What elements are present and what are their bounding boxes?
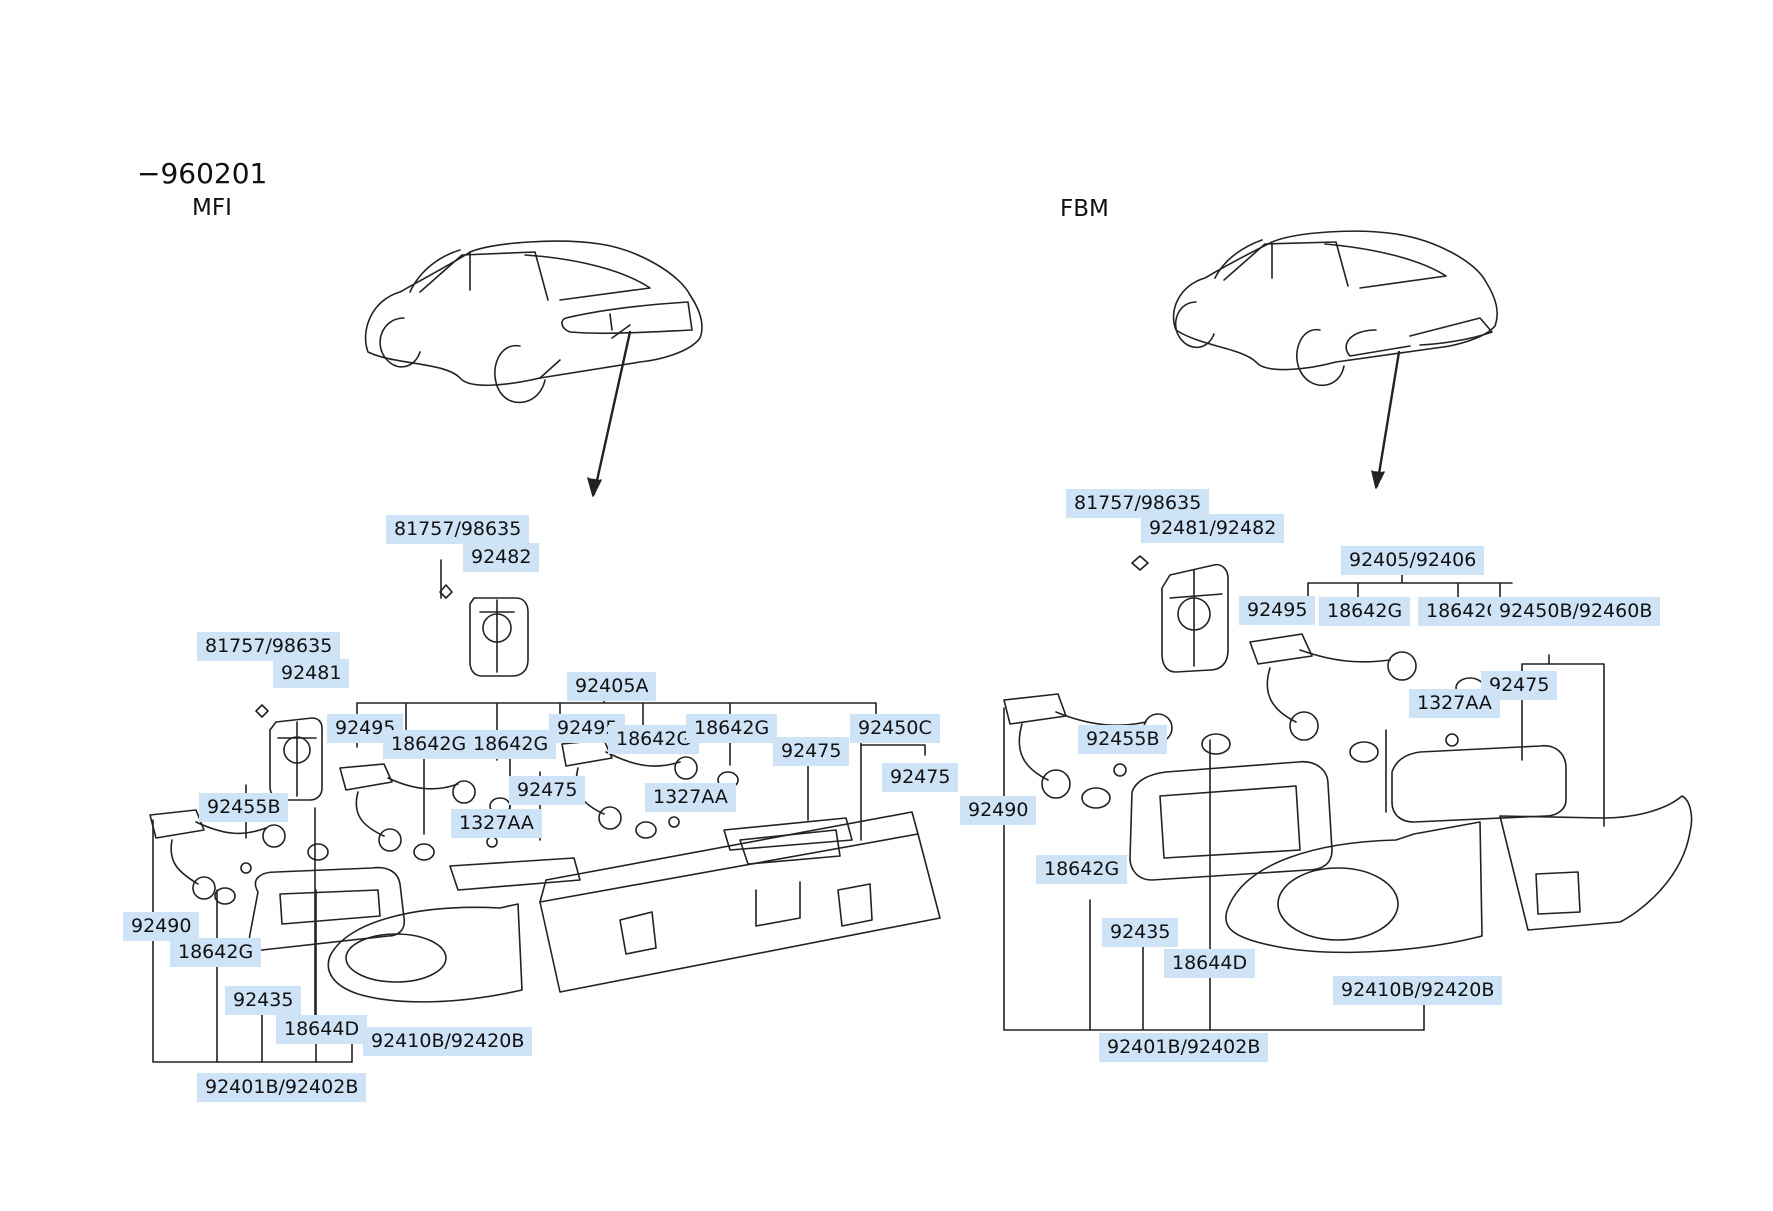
part-label[interactable]: 18642G [1036,855,1128,884]
part-label[interactable]: 1327AA [451,809,542,838]
part-label[interactable]: 18642G [465,730,557,759]
part-label[interactable]: 92495 [549,714,626,743]
part-label[interactable]: 92481 [273,659,350,688]
part-label[interactable]: 92475 [509,776,586,805]
part-label[interactable]: 92475 [773,737,850,766]
part-label[interactable]: 1327AA [1409,689,1500,718]
part-label[interactable]: 92435 [225,986,302,1015]
part-label[interactable]: 81757/98635 [386,515,530,544]
part-label[interactable]: 92410B/92420B [363,1027,533,1056]
assembly-right [1003,555,1693,1031]
part-label[interactable]: 92455B [1078,725,1168,754]
variant-label-mfi: MFI [192,195,232,221]
part-label[interactable]: 92405A [567,672,657,701]
part-label[interactable]: 81757/98635 [1066,489,1210,518]
part-label[interactable]: 18642G [608,725,700,754]
part-label[interactable]: 18644D [276,1015,368,1044]
part-label[interactable]: 81757/98635 [197,632,341,661]
part-label[interactable]: 18644D [1164,949,1256,978]
part-label[interactable]: 92475 [882,763,959,792]
part-label[interactable]: 92401B/92402B [197,1073,367,1102]
part-label[interactable]: 92490 [960,796,1037,825]
variant-label-fbm: FBM [1060,196,1109,222]
car-outline-left [364,240,703,404]
part-label[interactable]: 1327AA [645,783,736,812]
part-label[interactable]: 18642G [686,714,778,743]
part-label[interactable]: 18642G [1319,597,1411,626]
arrow-right [1375,350,1401,488]
part-label[interactable]: 18642G [170,938,262,967]
arrow-left [592,330,632,496]
part-label[interactable]: 18642G [383,730,475,759]
part-label[interactable]: 92482 [463,543,540,572]
part-label[interactable]: 92435 [1102,918,1179,947]
part-label[interactable]: 92481/92482 [1141,514,1285,543]
serial-range: −960201 [137,157,268,190]
part-label[interactable]: 92410B/92420B [1333,976,1503,1005]
part-label[interactable]: 92450C [850,714,940,743]
part-label[interactable]: 92490 [123,912,200,941]
part-label[interactable]: 92455B [199,793,289,822]
car-outline-right [1172,230,1498,387]
part-label[interactable]: 92405/92406 [1341,546,1485,575]
part-label[interactable]: 92450B/92460B [1491,597,1661,626]
part-label[interactable]: 92401B/92402B [1099,1033,1269,1062]
part-label[interactable]: 92495 [1239,596,1316,625]
